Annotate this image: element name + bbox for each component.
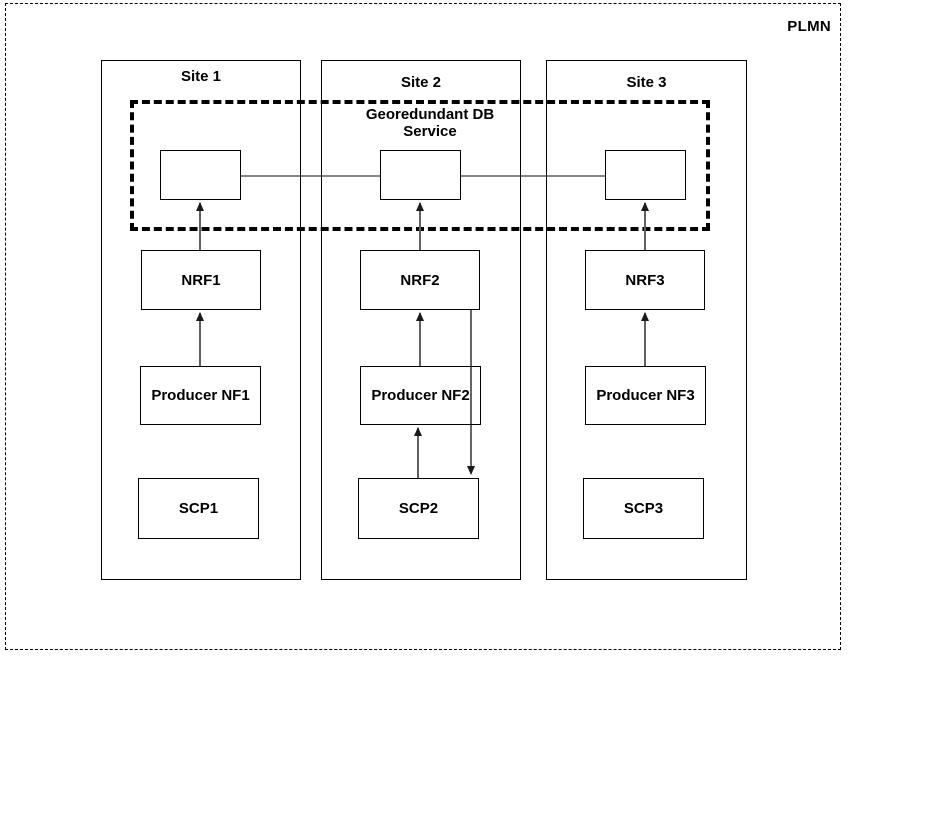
site-2-box: Site 2 bbox=[321, 60, 521, 580]
scp3-box: SCP3 bbox=[583, 478, 704, 539]
site-1-box: Site 1 bbox=[101, 60, 301, 580]
scp1-box: SCP1 bbox=[138, 478, 259, 539]
site-1-title: Site 1 bbox=[180, 68, 222, 85]
site-3-box: Site 3 bbox=[546, 60, 747, 580]
nrf1-box: NRF1 bbox=[141, 250, 261, 310]
scp2-box: SCP2 bbox=[358, 478, 479, 539]
producer-nf1-box: Producer NF1 bbox=[140, 366, 261, 425]
producer-nf3-box: Producer NF3 bbox=[585, 366, 706, 425]
plmn-label: PLMN bbox=[787, 18, 831, 35]
nrf3-box: NRF3 bbox=[585, 250, 705, 310]
db-node-site-1 bbox=[160, 150, 241, 200]
producer-nf2-box: Producer NF2 bbox=[360, 366, 481, 425]
plmn-boundary: PLMN bbox=[5, 3, 841, 650]
db-node-site-3 bbox=[605, 150, 686, 200]
site-2-title: Site 2 bbox=[400, 74, 442, 91]
site-3-title: Site 3 bbox=[626, 74, 667, 91]
georedundant-db-label: Georedundant DB Service bbox=[365, 106, 495, 140]
nrf2-box: NRF2 bbox=[360, 250, 480, 310]
db-node-site-2 bbox=[380, 150, 461, 200]
